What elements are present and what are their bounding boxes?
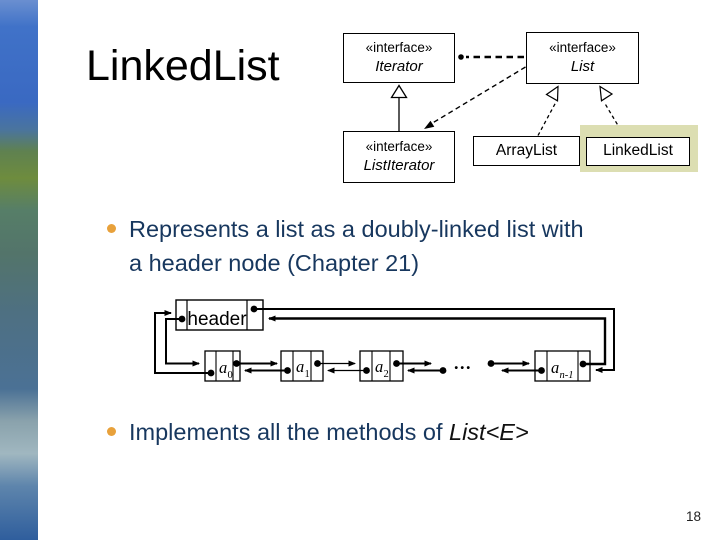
dependency-arrow-dot xyxy=(458,54,464,60)
stereotype-label: «interface» xyxy=(549,40,616,56)
node-label: a xyxy=(296,357,304,376)
bullet-line: Represents a list as a doubly-linked lis… xyxy=(129,216,584,242)
interface-name: List xyxy=(570,58,595,76)
node-box xyxy=(280,350,324,382)
ellipsis-label: ... xyxy=(454,353,472,373)
page-number: 18 xyxy=(686,509,702,524)
bullet-text: Represents a list as a doubly-linked lis… xyxy=(129,212,584,280)
class-name: LinkedList xyxy=(603,142,673,160)
dependency-arrowhead xyxy=(424,120,435,129)
bullet-icon xyxy=(107,427,116,436)
node-label: a xyxy=(551,358,559,377)
uml-box-list: «interface» List xyxy=(526,32,639,84)
linked-list-diagram: header a 0 a 1 a 2 a n-1 ... xyxy=(154,299,615,382)
bullet-item-2: Implements all the methods of List<E> xyxy=(107,415,529,449)
bullet-item-1: Represents a list as a doubly-linked lis… xyxy=(107,212,692,280)
node-label: a xyxy=(219,358,227,377)
header-wrap-links xyxy=(154,308,615,374)
pointer-arrows xyxy=(236,360,542,374)
interface-name: Iterator xyxy=(375,58,423,76)
realization-triangle-icon xyxy=(599,85,614,102)
node-subscript: n-1 xyxy=(560,370,574,381)
realization-line-arraylist xyxy=(537,101,557,136)
page-title: LinkedList xyxy=(86,42,280,90)
node-label: a xyxy=(375,357,383,376)
node-box xyxy=(534,350,591,382)
node-subscript: 2 xyxy=(384,369,389,380)
bullet-text: Implements all the methods of List<E> xyxy=(129,415,529,449)
bullet-text-plain: Implements all the methods of xyxy=(129,419,450,445)
uml-box-iterator: «interface» Iterator xyxy=(343,33,455,83)
stereotype-label: «interface» xyxy=(365,139,433,155)
header-node-label: header xyxy=(187,309,247,330)
bullet-icon xyxy=(107,224,116,233)
node-subscript: 0 xyxy=(228,370,233,381)
uml-box-arraylist: ArrayList xyxy=(473,136,580,166)
bullet-line: a header node (Chapter 21) xyxy=(129,250,420,276)
stereotype-label: «interface» xyxy=(365,40,433,56)
pointer-dots xyxy=(178,305,587,377)
slide-edge-decoration xyxy=(0,0,38,540)
node-subscript: 1 xyxy=(305,369,310,380)
realization-triangle-icon xyxy=(545,85,559,102)
generalization-triangle-icon xyxy=(390,84,408,99)
interface-name: ListIterator xyxy=(363,157,435,175)
node-box xyxy=(204,350,241,382)
header-node-box xyxy=(175,299,264,331)
node-box xyxy=(359,350,404,382)
class-name: ArrayList xyxy=(495,141,558,159)
uml-box-listiterator: «interface» ListIterator xyxy=(343,131,455,183)
uml-box-linkedlist: LinkedList xyxy=(586,137,690,166)
bullet-text-italic: List<E> xyxy=(449,419,529,445)
